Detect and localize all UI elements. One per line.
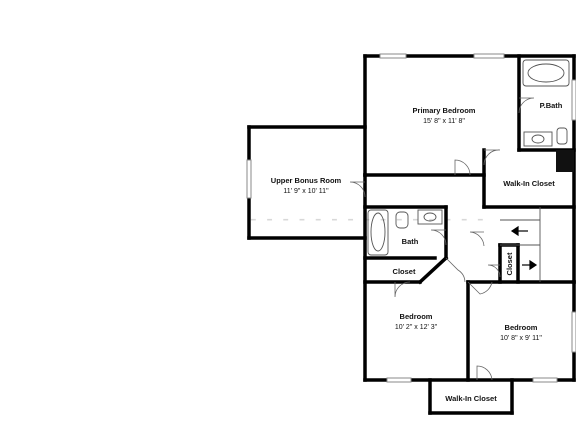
room-name: Bedroom: [505, 323, 538, 332]
toilet-icon: [556, 127, 568, 145]
room-dims: 11' 9" x 10' 11": [283, 188, 329, 195]
label-bedroom-left: Bedroom 10' 2" x 12' 3": [395, 312, 438, 331]
doors: [349, 97, 535, 381]
room-dims: 10' 2" x 12' 3": [395, 324, 438, 331]
room-name: Primary Bedroom: [413, 106, 476, 115]
fireplace-block: [556, 150, 574, 172]
label-p-bath: P.Bath: [540, 101, 563, 110]
bathtub-icon: [522, 59, 570, 87]
label-primary-bedroom: Primary Bedroom 15' 8" x 11' 8": [413, 106, 476, 125]
label-closet-hall: Closet: [393, 267, 416, 276]
room-name: Upper Bonus Room: [271, 176, 342, 185]
label-closet-stair: Closet: [505, 252, 514, 275]
stair-arrows: [510, 225, 538, 271]
room-dims: 10' 8" x 9' 11": [500, 335, 542, 342]
label-bedroom-right: Bedroom 10' 8" x 9' 11": [500, 323, 542, 342]
watermark: - - - - - - - - - - - - - - -: [250, 208, 486, 230]
walls: [247, 54, 576, 415]
label-walk-in-closet-bottom: Walk-In Closet: [445, 394, 497, 403]
fixtures: [367, 59, 570, 282]
label-upper-bonus-room: Upper Bonus Room 11' 9" x 10' 11": [271, 176, 342, 195]
room-name: Bedroom: [400, 312, 433, 321]
bathtub-icon-2: [367, 209, 389, 256]
windows: [246, 53, 576, 383]
room-dims: 15' 8" x 11' 8": [423, 118, 465, 125]
toilet-icon-2: [395, 211, 409, 229]
label-bath: Bath: [402, 237, 419, 246]
label-walk-in-closet-primary: Walk-In Closet: [503, 179, 555, 188]
